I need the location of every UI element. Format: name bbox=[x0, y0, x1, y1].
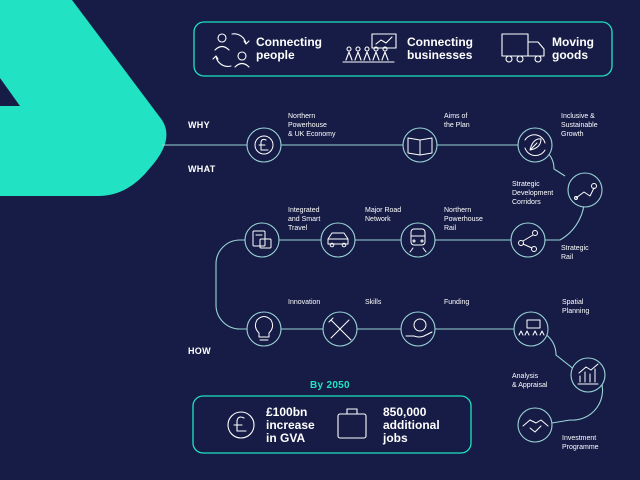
node-np-rail bbox=[400, 222, 436, 258]
train-icon bbox=[409, 228, 427, 253]
node-spatial bbox=[513, 311, 549, 347]
book-icon bbox=[407, 137, 433, 156]
bar-chart-icon bbox=[577, 363, 599, 385]
pound-coin-icon bbox=[254, 135, 274, 155]
label-innovation: Innovation bbox=[288, 298, 320, 307]
label-investment: Investment Programme bbox=[562, 434, 599, 452]
what-heading: WHAT bbox=[188, 164, 216, 174]
label-line: Powerhouse bbox=[444, 216, 483, 223]
label-line: people bbox=[256, 48, 295, 62]
label-line: Sustainable bbox=[561, 122, 598, 129]
label-line: & UK Economy bbox=[288, 131, 336, 138]
truck-icon bbox=[501, 33, 545, 63]
label-line: Innovation bbox=[288, 299, 321, 306]
moving-goods-label: Moving goods bbox=[552, 36, 594, 62]
label-aims: Aims of the Plan bbox=[444, 112, 470, 130]
smart-ticket-icon bbox=[252, 230, 272, 249]
by-2050-heading: By 2050 bbox=[310, 380, 350, 391]
label-line: Major Road bbox=[365, 207, 402, 214]
label-line: Planning bbox=[562, 308, 590, 315]
label-line: Skills bbox=[365, 299, 382, 306]
stat-line: £100bn bbox=[266, 405, 308, 419]
connecting-businesses-label: Connecting businesses bbox=[407, 36, 473, 62]
label-line: Inclusive & bbox=[561, 113, 595, 120]
bottom-box bbox=[192, 395, 472, 454]
why-heading: WHY bbox=[188, 120, 210, 130]
label-line: Spatial bbox=[562, 299, 584, 306]
stat-line: jobs bbox=[383, 431, 408, 445]
label-line: Analysis bbox=[512, 373, 539, 380]
label-funding: Funding bbox=[444, 298, 469, 307]
funding-hand-icon bbox=[405, 318, 433, 338]
label-line: businesses bbox=[407, 48, 473, 62]
node-analysis bbox=[570, 357, 606, 393]
label-line: Moving bbox=[552, 35, 594, 49]
teal-arrow-shape bbox=[0, 0, 167, 196]
label-corridors: Strategic Development Corridors bbox=[512, 180, 553, 207]
node-investment bbox=[517, 407, 553, 443]
label-line: & Appraisal bbox=[512, 382, 548, 389]
gva-stat: £100bn increase in GVA bbox=[266, 406, 315, 445]
label-line: Rail bbox=[561, 254, 574, 261]
label-line: and Smart bbox=[288, 216, 321, 223]
stat-line: additional bbox=[383, 418, 440, 432]
label-line: Powerhouse bbox=[288, 122, 327, 129]
stat-line: 850,000 bbox=[383, 405, 427, 419]
label-line: Rail bbox=[444, 225, 457, 232]
label-spatial: Spatial Planning bbox=[562, 298, 589, 316]
label-line: Development bbox=[512, 190, 554, 197]
label-line: Connecting bbox=[407, 35, 473, 49]
label-line: Northern bbox=[444, 207, 472, 214]
label-inclusive: Inclusive & Sustainable Growth bbox=[561, 112, 598, 139]
route-pin-icon bbox=[574, 183, 597, 200]
label-line: Aims of bbox=[444, 113, 468, 120]
stat-line: in GVA bbox=[266, 431, 306, 445]
label-economy: Northern Powerhouse & UK Economy bbox=[288, 112, 335, 139]
label-skills: Skills bbox=[365, 298, 381, 307]
top-box bbox=[193, 21, 613, 77]
label-integrated: Integrated and Smart Travel bbox=[288, 206, 320, 233]
stat-line: increase bbox=[266, 418, 315, 432]
label-line: Corridors bbox=[512, 199, 541, 206]
label-line: Strategic bbox=[512, 181, 540, 188]
leaf-cycle-icon bbox=[524, 134, 546, 156]
briefcase-icon bbox=[337, 408, 367, 439]
node-major-road bbox=[320, 222, 356, 258]
label-strategic-rail: Strategic Rail bbox=[561, 244, 589, 262]
label-analysis: Analysis & Appraisal bbox=[512, 372, 547, 390]
label-line: Network bbox=[365, 216, 391, 223]
people-exchange-icon bbox=[212, 33, 250, 68]
meeting-people-icon bbox=[518, 319, 545, 336]
jobs-stat: 850,000 additional jobs bbox=[383, 406, 440, 445]
handshake-icon bbox=[522, 419, 549, 433]
how-heading: HOW bbox=[188, 346, 211, 356]
label-line: the Plan bbox=[444, 122, 470, 129]
label-line: Travel bbox=[288, 225, 308, 232]
label-line: Strategic bbox=[561, 245, 589, 252]
label-line: goods bbox=[552, 48, 588, 62]
label-line: Growth bbox=[561, 131, 584, 138]
node-strategic-rail bbox=[510, 222, 546, 258]
node-integrated bbox=[244, 222, 280, 258]
label-np-rail: Northern Powerhouse Rail bbox=[444, 206, 483, 233]
node-funding bbox=[400, 311, 436, 347]
label-line: Investment bbox=[562, 435, 597, 442]
node-innovation bbox=[246, 311, 282, 347]
connecting-people-label: Connecting people bbox=[256, 36, 322, 62]
label-line: Integrated bbox=[288, 207, 320, 214]
car-icon bbox=[327, 232, 349, 248]
label-major-road: Major Road Network bbox=[365, 206, 401, 224]
lightbulb-icon bbox=[254, 316, 274, 341]
label-line: Funding bbox=[444, 299, 470, 306]
label-line: Connecting bbox=[256, 35, 322, 49]
network-nodes-icon bbox=[518, 230, 538, 252]
label-line: Northern bbox=[288, 113, 316, 120]
label-line: Programme bbox=[562, 444, 599, 451]
node-corridors bbox=[567, 172, 603, 208]
business-meeting-icon bbox=[342, 33, 397, 63]
pound-icon bbox=[227, 411, 255, 439]
tools-icon bbox=[328, 317, 352, 341]
